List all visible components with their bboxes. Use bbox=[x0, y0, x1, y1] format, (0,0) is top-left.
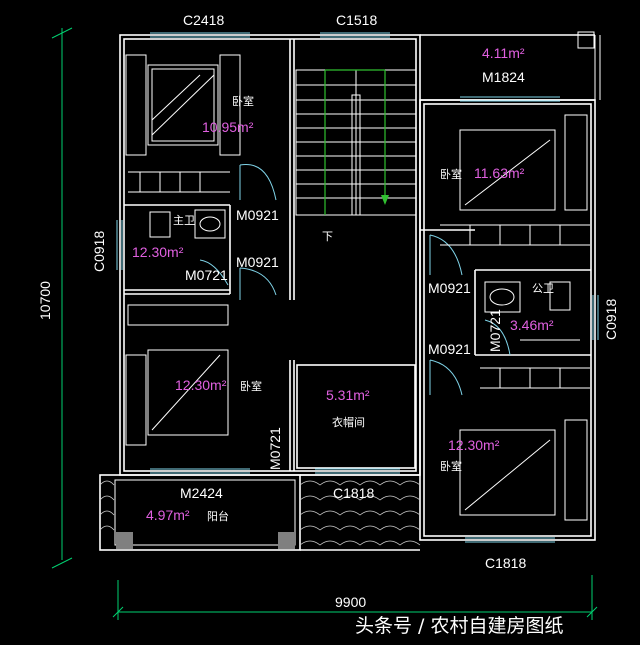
staircase bbox=[295, 69, 417, 216]
window-label: C0918 bbox=[91, 231, 107, 272]
dimension-lines bbox=[51, 27, 598, 620]
door-label: M0721 bbox=[487, 309, 503, 352]
interior-walls bbox=[124, 39, 591, 471]
room-name: 卧室 bbox=[440, 459, 462, 473]
balcony-hatch bbox=[99, 480, 421, 546]
room-name: 卧室 bbox=[232, 94, 254, 108]
window-label: C1818 bbox=[485, 555, 526, 571]
room-area: 12.30m² bbox=[175, 377, 227, 393]
room-name: 主卫 bbox=[173, 214, 195, 227]
watermark: 头条号 / 农村自建房图纸 bbox=[355, 615, 563, 637]
room-name: 卧室 bbox=[440, 167, 462, 181]
room-area: 11.63m² bbox=[474, 165, 525, 181]
door-label: M2424 bbox=[180, 485, 223, 501]
window-label: C2418 bbox=[183, 12, 224, 28]
door-label: M0721 bbox=[185, 267, 228, 283]
room-name: 卧室 bbox=[240, 379, 262, 393]
room-name: 公卫 bbox=[532, 282, 554, 295]
labels: C2418 C1518 C0918 C0918 C1818 C1818 M182… bbox=[37, 12, 619, 637]
balcony bbox=[99, 474, 421, 551]
room-area: 12.30m² bbox=[448, 437, 500, 453]
room-area: 3.46m² bbox=[510, 317, 554, 333]
door-label: M0921 bbox=[236, 254, 279, 270]
window-label: C0918 bbox=[603, 299, 619, 340]
bed-mid-left bbox=[125, 304, 229, 446]
room-area: 10.95m² bbox=[202, 119, 254, 135]
bed-top-left bbox=[125, 54, 241, 193]
room-area: 5.31m² bbox=[326, 387, 370, 403]
door-label: M1824 bbox=[482, 69, 525, 85]
bed-top-right bbox=[440, 114, 590, 246]
bathroom-fixtures bbox=[149, 209, 580, 341]
door-label: M0921 bbox=[428, 341, 471, 357]
room-name: 衣帽间 bbox=[332, 415, 365, 429]
door-label: M0921 bbox=[236, 207, 279, 223]
outer-walls bbox=[119, 31, 601, 541]
window-label: C1518 bbox=[336, 12, 377, 28]
window-label: C1818 bbox=[333, 485, 374, 501]
door-label: M0721 bbox=[267, 427, 283, 470]
dimension-width: 9900 bbox=[335, 594, 366, 610]
room-area: 4.97m² bbox=[146, 507, 190, 523]
bed-bottom-right bbox=[459, 367, 590, 521]
room-area: 4.11m² bbox=[482, 45, 525, 61]
doors bbox=[199, 163, 511, 396]
stair-label: 下 bbox=[322, 230, 333, 243]
dimension-height: 10700 bbox=[37, 281, 53, 320]
room-area: 12.30m² bbox=[132, 244, 184, 260]
room-name: 阳台 bbox=[207, 509, 229, 523]
windows bbox=[116, 32, 599, 543]
door-label: M0921 bbox=[428, 280, 471, 296]
